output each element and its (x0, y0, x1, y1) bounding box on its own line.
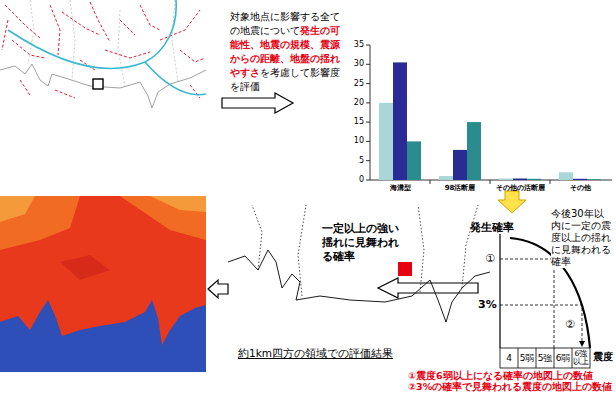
fault-map-part (0, 64, 206, 108)
category-label: 海溝型 (370, 184, 430, 193)
hazard-map-part (0, 196, 80, 250)
probability-curve-part (500, 348, 590, 368)
bar-chart-part (370, 45, 612, 180)
fault-map-part-part (5, 5, 40, 38)
bar-chart (366, 45, 612, 184)
bar-chart-part (366, 45, 550, 184)
outline-map-part (228, 250, 490, 322)
intensity-cell: 4 (500, 348, 518, 368)
axis-tick-label: 10 (344, 136, 364, 146)
category-label: 98活断層 (430, 184, 490, 193)
outline-map (228, 205, 490, 322)
hazard-map-part (0, 196, 35, 222)
axis-tick-label: 5 (344, 156, 364, 166)
probability-curve-part (518, 348, 572, 368)
bar-chart-part-part (499, 179, 513, 181)
fault-map (0, 0, 206, 108)
category-label: その他 (550, 184, 610, 193)
probability-curve-part (500, 259, 554, 348)
axis-tick-label: 0 (344, 175, 364, 185)
intensity-cell: 5強 (536, 348, 554, 368)
map-note: 約1km四方の領域での評価結果 (238, 347, 408, 360)
footnote: ②3%の確率で見舞われる震度の地図上の数値 (408, 382, 613, 393)
intensity-cell: 5弱 (518, 348, 536, 368)
fault-map-part-part (105, 50, 150, 58)
fault-map-part (2, 2, 205, 98)
axis-tick-label: 30 (344, 59, 364, 69)
intensity-cell: 6強以上 (572, 348, 590, 368)
axis-value: 3% (478, 298, 500, 311)
bar-chart-part-part (527, 179, 541, 180)
hazard-map (0, 196, 206, 372)
probability-curve-part (499, 234, 500, 348)
flow-arrow (222, 93, 293, 113)
bar-chart-part-part (407, 141, 421, 180)
hazard-map-part (60, 255, 110, 280)
map-caption: 一定以上の強い揺れに見舞われる確率 (322, 222, 402, 264)
fault-map-part (8, 0, 176, 69)
hazard-map-part (120, 196, 206, 240)
outline-map-part (398, 262, 412, 276)
callout-number: ① (485, 252, 499, 265)
probability-curve-part (579, 341, 585, 347)
fault-map-part-part (160, 10, 200, 40)
bar-chart-part (379, 103, 573, 180)
probability-curve-part (500, 305, 582, 342)
footnote: ①震度6弱以上になる確率の地図上の数値 (408, 371, 613, 382)
flow-arrow (208, 280, 228, 298)
fault-map-part (145, 62, 206, 95)
down-arrow (498, 191, 526, 213)
hazard-map-part (0, 300, 206, 372)
fault-map-part-part (62, 12, 100, 35)
axis-title: 発生確率 (470, 221, 530, 234)
hazard-map-part (0, 196, 206, 372)
axis-tick-label: 20 (344, 98, 364, 108)
bar-chart-part-part (513, 179, 527, 181)
category-label: その他の活断層 (490, 184, 550, 193)
fault-map-part-part (140, 5, 160, 30)
fault-map-part-part (90, 2, 110, 42)
description-text: 対象地点に影響する全ての地震について発生の可能性、地震の規模、震源からの距離、地… (230, 10, 342, 94)
fault-map-part-part (120, 20, 135, 35)
bar-chart-part-part (559, 172, 573, 180)
fault-map-part-part (180, 50, 205, 62)
curve-caption: 今後30年以内に一定の震度以上の揺れに見舞われる確率 (551, 208, 613, 268)
intensity-cell: 6弱 (554, 348, 572, 368)
fault-map-part-part (190, 85, 200, 98)
bar-chart-part-part (453, 150, 467, 180)
axis-tick-label: 25 (344, 79, 364, 89)
axis-tick-label: 15 (344, 117, 364, 127)
fault-map-part-part (20, 80, 30, 95)
bar-chart-part (393, 62, 587, 180)
outline-map-part (252, 205, 478, 296)
hazard-map-part (150, 196, 206, 212)
axis-tick-label: 35 (344, 40, 364, 50)
bar-chart-part-part (379, 103, 393, 180)
callout-number: ② (565, 318, 579, 331)
bar-chart-part-part (393, 62, 407, 180)
bar-chart-part-part (587, 179, 601, 181)
bar-chart-part-part (467, 122, 481, 180)
bar-chart-part-part (573, 179, 587, 180)
fault-map-part-part (2, 20, 8, 50)
axis-title: 震度 (593, 351, 615, 363)
bar-chart-part (407, 122, 601, 180)
bar-chart-part-part (439, 176, 453, 180)
fault-map-part-part (50, 5, 60, 55)
fault-map-part-part (55, 90, 75, 98)
fault-map-part (93, 79, 103, 89)
